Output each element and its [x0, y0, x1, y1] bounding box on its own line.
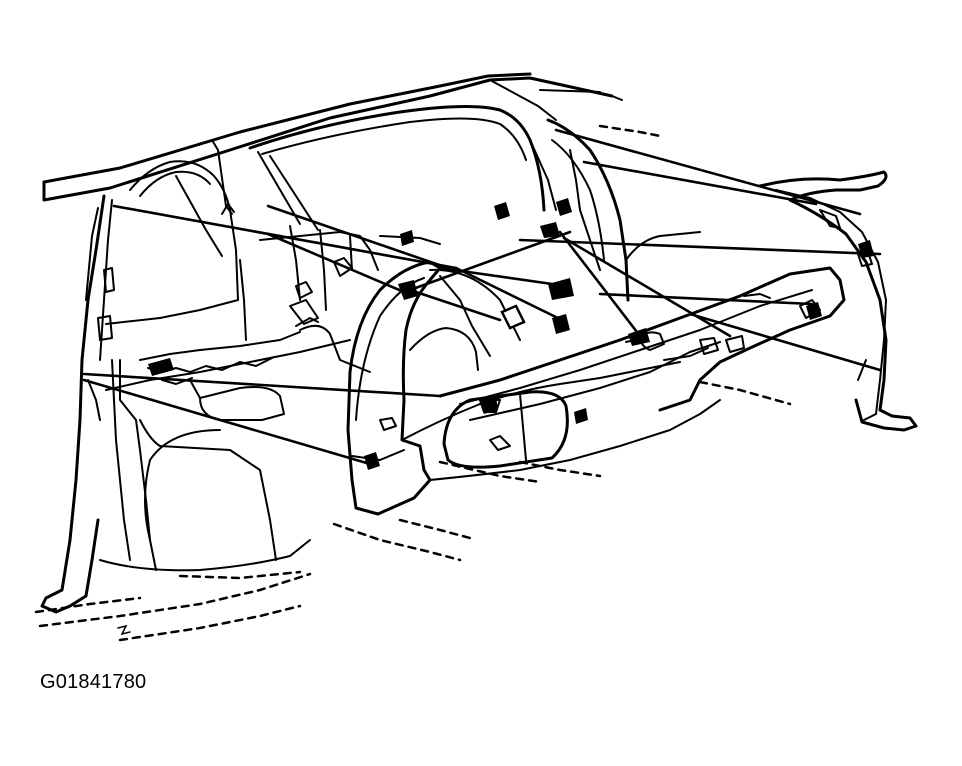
roof-outline — [42, 72, 623, 202]
rear-lower-panel — [438, 266, 846, 469]
figure-id-label: G01841780 — [40, 671, 147, 693]
wheelhouse-arch-panel — [346, 260, 721, 516]
fastener-clips — [148, 198, 874, 470]
rear-window-frame — [248, 104, 557, 231]
ground-dashes — [34, 124, 792, 642]
left-quarter-panel — [40, 139, 311, 614]
leader-lines — [82, 128, 882, 466]
